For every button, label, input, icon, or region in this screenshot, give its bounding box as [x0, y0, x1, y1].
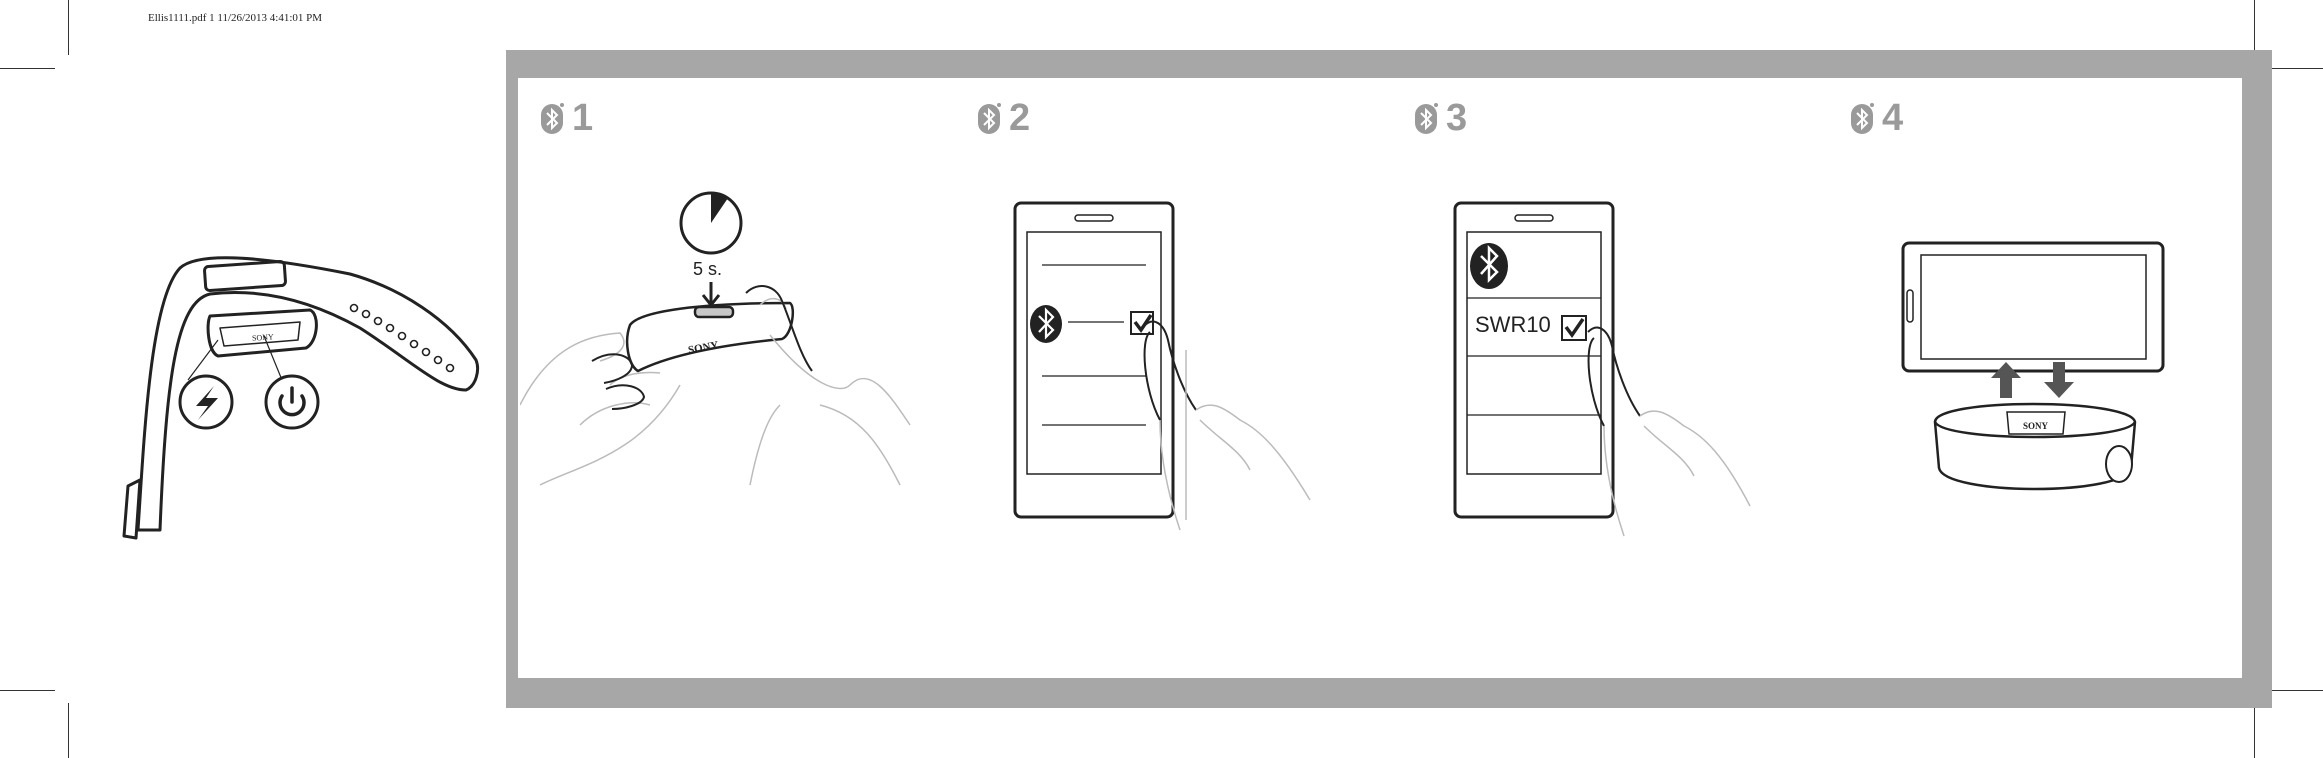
- crop-mark: [68, 0, 69, 55]
- phone-landscape: [1901, 241, 2165, 373]
- bluetooth-icon: [1850, 100, 1874, 136]
- step-3-illustration: SWR10: [1450, 200, 1770, 540]
- overview-illustration: SONY: [110, 240, 490, 540]
- step-number: 3: [1446, 97, 1468, 139]
- step-4-illustration: SONY: [1895, 238, 2175, 498]
- band-overview-drawing: [122, 256, 480, 540]
- crop-mark: [0, 690, 55, 691]
- phone-outline: [1013, 201, 1175, 519]
- arrow-up-icon: [1991, 362, 2021, 398]
- step-number: 2: [1009, 97, 1031, 139]
- press-arrow-icon: [701, 282, 721, 308]
- bluetooth-icon: [1414, 100, 1438, 136]
- step-1-header: 1: [540, 96, 593, 140]
- crop-mark: [2268, 68, 2323, 69]
- band-brand-label: SONY: [251, 332, 275, 343]
- step-3-header: 3: [1414, 96, 1467, 140]
- timer-icon: [679, 191, 743, 255]
- instructions-panel: [518, 78, 2242, 678]
- bluetooth-icon: [977, 100, 1001, 136]
- step-4-header: 4: [1850, 96, 1903, 140]
- checkbox-checked-icon: [1130, 311, 1154, 335]
- bluetooth-icon: [1030, 305, 1062, 343]
- bluetooth-icon: [540, 100, 564, 136]
- step-1-illustration: 5 s. SONY: [520, 185, 940, 545]
- step-number: 4: [1882, 97, 1904, 139]
- crop-mark: [2254, 0, 2255, 55]
- charge-icon: [178, 374, 234, 430]
- step-2-header: 2: [977, 96, 1030, 140]
- step-number: 1: [572, 97, 594, 139]
- band-brand-label: SONY: [2023, 421, 2049, 431]
- crop-mark: [0, 68, 55, 69]
- crop-mark: [68, 703, 69, 758]
- power-icon: [264, 374, 320, 430]
- timer-label: 5 s.: [693, 259, 723, 279]
- bluetooth-icon: [1470, 243, 1508, 289]
- wristband: [1933, 402, 2137, 491]
- crop-mark: [2254, 703, 2255, 758]
- step-2-illustration: [1010, 200, 1330, 540]
- print-header: Ellis1111.pdf 1 11/26/2013 4:41:01 PM: [148, 12, 323, 24]
- crop-mark: [2268, 690, 2323, 691]
- arrow-down-icon: [2044, 362, 2074, 398]
- checkbox-checked-icon: [1561, 315, 1587, 341]
- device-name-label: SWR10: [1475, 312, 1551, 337]
